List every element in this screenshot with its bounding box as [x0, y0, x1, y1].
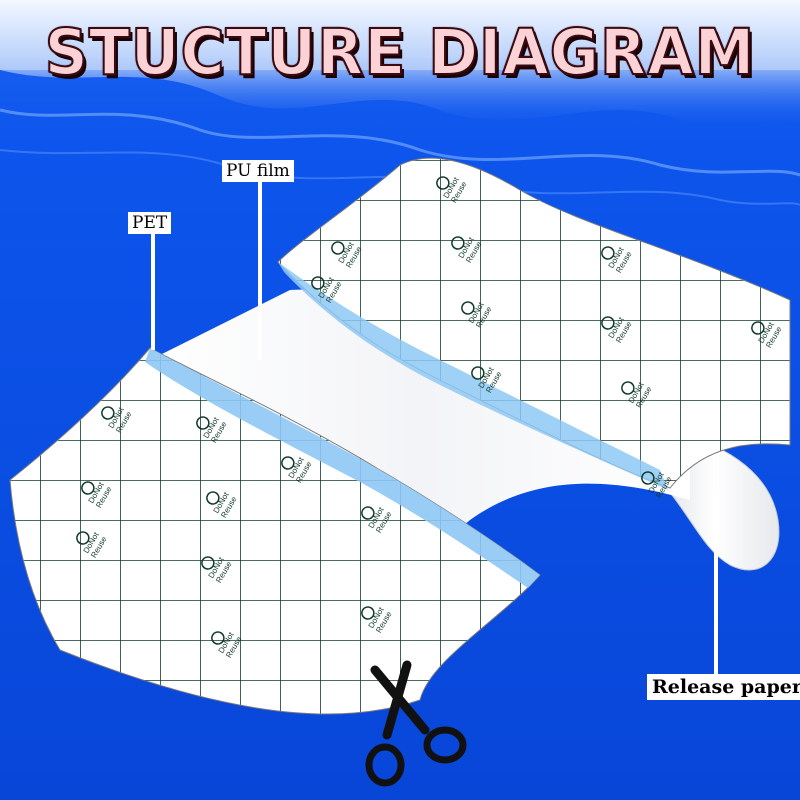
- pet-leader: [151, 232, 155, 350]
- diagram-title: STUCTURE DIAGRAM: [0, 16, 800, 90]
- pu-film-label: PU film: [222, 160, 294, 182]
- release-paper-label: Release paper: [647, 674, 800, 700]
- pet-label: PET: [128, 212, 171, 234]
- release-paper-leader: [714, 495, 718, 675]
- pu-film-leader: [258, 182, 262, 360]
